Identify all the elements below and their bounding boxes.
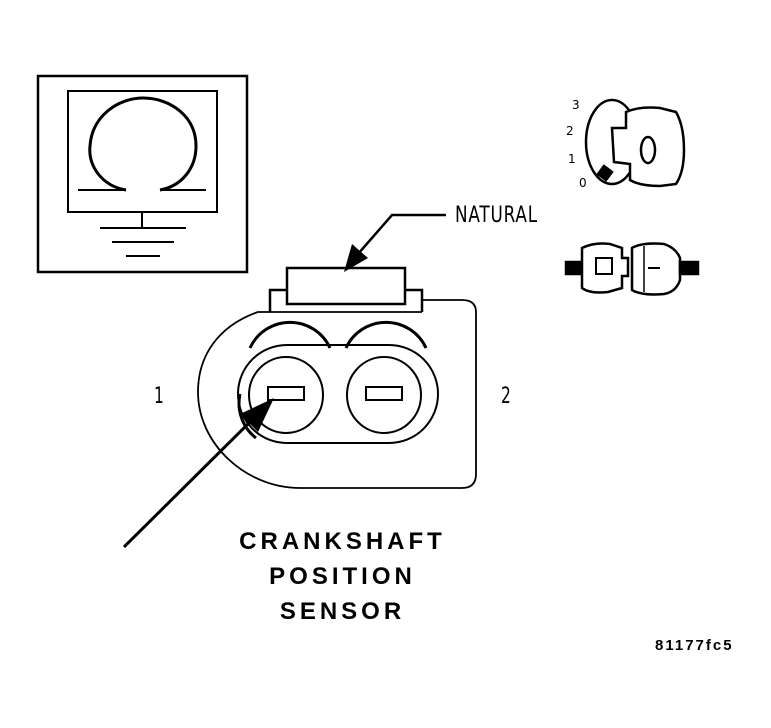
pin1-cavity [248,356,324,434]
ignition-position-2: 2 [566,124,574,138]
ignition-key-icon [584,98,686,188]
natural-callout-leader [357,213,446,255]
ignition-position-0: 0 [579,176,587,190]
natural-callout-arrowhead [344,244,368,272]
connector-disconnect-icon [564,242,700,296]
ignition-position-3: 3 [572,98,580,112]
title-line-1: CRANKSHAFT [239,528,446,555]
natural-label: NATURAL [455,203,538,228]
figure-id: 81177fc5 [655,637,734,654]
probe-arrow-shaft [122,416,256,549]
ignition-position-1: 1 [568,152,576,166]
ground-symbol-icon [100,212,186,257]
pin2-cavity [346,356,422,434]
pin2-label: 2 [501,384,511,409]
probe-arrowhead [240,398,274,432]
pin1-label: 1 [154,384,164,409]
connector-body [197,266,477,489]
title-line-3: SENSOR [279,598,406,625]
title-line-2: POSITION [269,563,416,590]
